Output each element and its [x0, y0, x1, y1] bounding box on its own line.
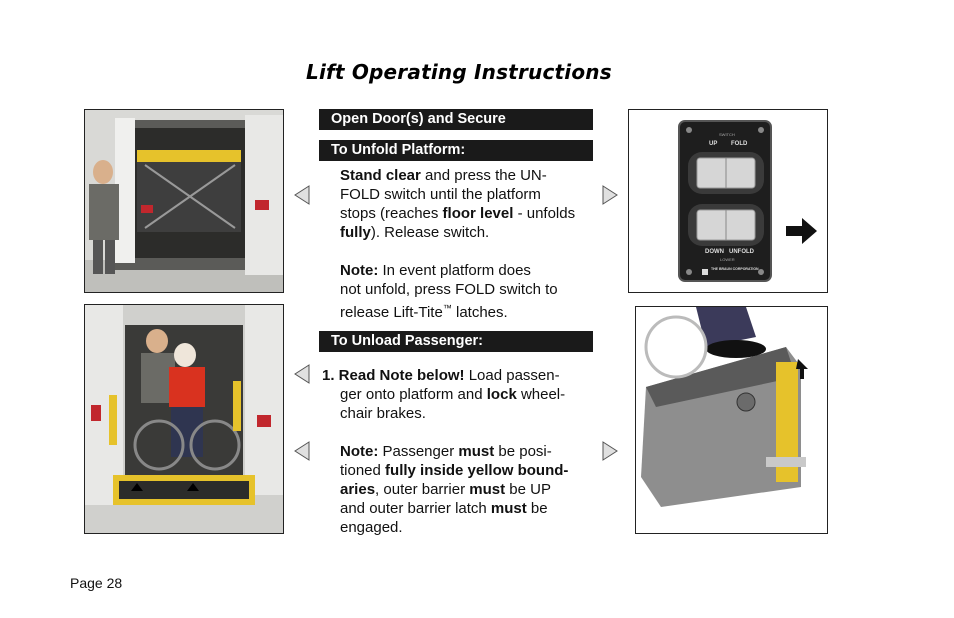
note-line-2: not unfold, press FOLD switch to: [340, 281, 558, 298]
floor-level-text: floor level: [442, 205, 514, 222]
aries-text: aries: [340, 481, 376, 498]
van-lift-illustration: [85, 110, 283, 292]
photo-van-lift-folded: [84, 109, 284, 293]
note-label-2: Note:: [340, 443, 379, 460]
panel-small-top-label: SWITCH: [719, 132, 735, 137]
panel-down-label: DOWN: [705, 249, 724, 255]
unload-line-3: chair brakes.: [340, 405, 426, 422]
note2-line-3d: be UP: [505, 481, 551, 498]
pointer-right-icon: [602, 441, 618, 461]
lock-text: lock: [486, 386, 517, 403]
unfold-line-2: FOLD switch until the platform: [340, 186, 541, 203]
pointer-right-icon: [602, 185, 618, 205]
unload-instructions: 1. Read Note below! Load passen- ger ont…: [322, 366, 592, 537]
panel-up-label: UP: [709, 141, 718, 147]
note2-line-3b: , outer barrier: [375, 481, 470, 498]
section-header-open-door: Open Door(s) and Secure: [319, 109, 593, 130]
unload-line-1b: Load passen-: [464, 367, 560, 384]
unfold-line-4b: ). Release switch.: [370, 224, 490, 241]
must-text-1: must: [458, 443, 495, 460]
note2-line-5: engaged.: [340, 519, 403, 536]
page-number: Page 28: [70, 575, 123, 591]
note2-line-4c: be: [526, 500, 548, 517]
read-note-text: 1. Read Note below!: [322, 367, 465, 384]
panel-small-bottom-label: LOWER: [720, 257, 735, 262]
trademark-symbol: ™: [442, 303, 452, 313]
must-text-2: must: [469, 481, 506, 498]
note2-line-2a: tioned: [340, 462, 386, 479]
yellow-boundaries-text: fully inside yellow bound-: [385, 462, 569, 479]
section-header-unfold: To Unfold Platform:: [319, 140, 593, 161]
control-panel-illustration: [678, 120, 772, 282]
unload-line-2c: wheel-: [516, 386, 566, 403]
pointer-left-icon: [294, 364, 310, 384]
passenger-platform-illustration: [85, 305, 283, 533]
unfold-line-3c: - unfolds: [513, 205, 576, 222]
unfold-instructions: Stand clear and press the UN- FOLD switc…: [340, 166, 595, 322]
panel-brand-label: THE BRAUN CORPORATION: [711, 267, 759, 271]
pointer-left-icon: [294, 185, 310, 205]
platform-closeup-illustration: [636, 307, 827, 533]
note-line-1: In event platform does: [378, 262, 531, 279]
must-text-3: must: [490, 500, 527, 517]
control-panel-figure: SWITCH UP FOLD DOWN UNFOLD LOWER THE BRA…: [628, 109, 828, 293]
note-line-3a: release Lift-Tite: [340, 304, 443, 321]
arrow-right-icon: [786, 218, 817, 244]
page-title: Lift Operating Instructions: [306, 60, 612, 84]
photo-platform-closeup: [635, 306, 828, 534]
panel-fold-label: FOLD: [731, 141, 748, 147]
unfold-line-1: and press the UN-: [420, 167, 547, 184]
photo-passenger-on-platform: [84, 304, 284, 534]
note2-line-4a: and outer barrier latch: [340, 500, 491, 517]
note-label: Note:: [340, 262, 379, 279]
section-header-unload: To Unload Passenger:: [319, 331, 593, 352]
panel-unfold-label: UNFOLD: [729, 249, 754, 255]
note2-line-1a: Passenger: [378, 443, 459, 460]
unfold-line-3a: stops (reaches: [340, 205, 443, 222]
fully-text: fully: [340, 224, 371, 241]
unload-line-2a: ger onto platform and: [340, 386, 487, 403]
stand-clear-text: Stand clear: [340, 167, 421, 184]
note-line-3b: latches.: [451, 304, 508, 321]
pointer-left-icon: [294, 441, 310, 461]
note2-line-1c: be posi-: [494, 443, 552, 460]
